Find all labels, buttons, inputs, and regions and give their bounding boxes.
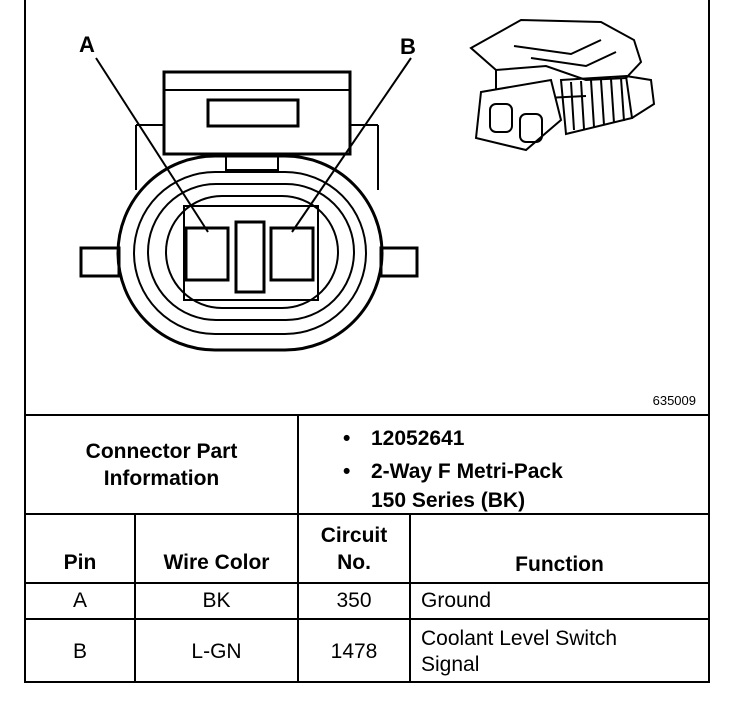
row-a-function: Ground xyxy=(421,589,492,612)
latch-window xyxy=(206,98,300,128)
row-b-wire-color: L-GN xyxy=(191,639,242,663)
header-circuit: Circuit No. xyxy=(299,515,409,582)
info-divider xyxy=(297,414,299,514)
bullet-icon: • xyxy=(343,427,351,450)
connector-info-item: • 12052641 xyxy=(339,424,563,453)
info-bottom-rule xyxy=(26,513,708,515)
connector-isometric-sketch xyxy=(469,18,656,152)
right-mount-tab xyxy=(379,246,419,278)
header-pin: Pin xyxy=(63,551,97,574)
row-b-function-line2: Signal xyxy=(421,652,480,676)
row-b-function-line1: Coolant Level Switch xyxy=(421,626,618,650)
latch-housing xyxy=(162,70,352,156)
connector-info-label: Connector Part Information xyxy=(26,416,297,513)
header-circuit-line2: No. xyxy=(337,550,371,574)
bullet-icon: • xyxy=(343,460,351,483)
row-a-wire-color: BK xyxy=(202,589,231,612)
connector-info-label-line2: Information xyxy=(103,466,220,490)
terminal-cavity-b xyxy=(269,226,315,282)
polarizing-key xyxy=(234,220,266,294)
row-b-function: Coolant Level Switch Signal xyxy=(421,620,708,683)
connector-face-view xyxy=(79,18,656,352)
header-wire-color: Wire Color xyxy=(163,551,270,574)
connector-info-label-line1: Connector Part xyxy=(85,439,238,463)
row-a-pin: A xyxy=(72,589,87,612)
connector-drawing: A B 635009 xyxy=(26,0,708,414)
row-b-pin: B xyxy=(72,639,87,663)
callout-a-label: A xyxy=(79,32,95,57)
col-divider-2 xyxy=(297,514,299,683)
callout-a-leader xyxy=(95,57,209,233)
col-divider-3 xyxy=(409,514,411,683)
figure-id: 635009 xyxy=(652,393,696,408)
callout-b-leader xyxy=(291,57,412,233)
row-b-circuit: 1478 xyxy=(330,639,378,663)
row-a-bottom-rule xyxy=(26,618,708,620)
header-function: Function xyxy=(515,553,604,576)
col-divider-1 xyxy=(134,514,136,683)
connector-info-values: • 12052641 • 2-Way F Metri-Pack 150 Seri… xyxy=(299,416,708,513)
part-number: 12052641 xyxy=(371,427,465,450)
header-circuit-line1: Circuit xyxy=(320,523,388,547)
connector-series: 150 Series (BK) xyxy=(371,489,526,512)
connector-info-item: • 2-Way F Metri-Pack 150 Series (BK) xyxy=(339,457,563,515)
table-top-rule xyxy=(26,414,708,416)
connector-type: 2-Way F Metri-Pack xyxy=(371,460,563,483)
left-mount-tab xyxy=(79,246,121,278)
row-a-circuit: 350 xyxy=(336,589,372,612)
header-bottom-rule xyxy=(26,582,708,584)
terminal-cavity-a xyxy=(184,226,230,282)
connector-diagram-frame: A B 635009 Connector Part Information • … xyxy=(24,0,710,683)
callout-b-label: B xyxy=(400,34,416,59)
